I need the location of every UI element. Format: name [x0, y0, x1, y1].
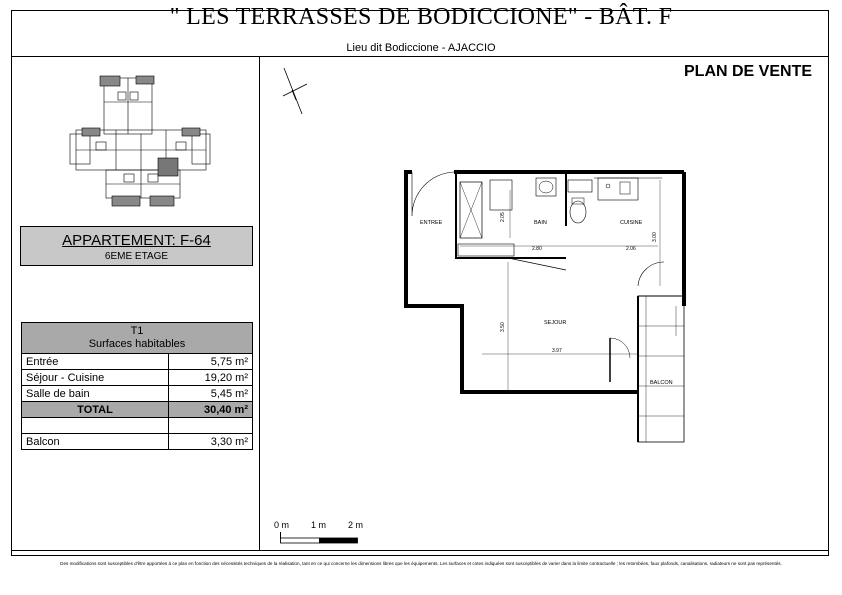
- apartment-box: APPARTEMENT: F-64 6EME ETAGE: [20, 226, 253, 266]
- scale-label-0: 0 m: [274, 520, 290, 530]
- row-value: 5,45 m²: [168, 385, 253, 402]
- room-label-entree: ENTREE: [420, 220, 443, 226]
- dimension-label: 3.97: [552, 348, 562, 354]
- scale-label-1: 1 m: [311, 520, 327, 530]
- room-label-cuisine: CUISINE: [620, 220, 643, 226]
- balcony-value: 3,30 m²: [168, 433, 253, 450]
- table-row: Séjour - Cuisine 19,20 m²: [21, 369, 253, 386]
- table-row: Salle de bain 5,45 m²: [21, 385, 253, 402]
- scale-label-2: 2 m: [348, 520, 364, 530]
- surfaces-table: T1 Surfaces habitables Entrée 5,75 m² Sé…: [21, 322, 253, 450]
- scale-bar: [280, 532, 358, 544]
- drawing-frame: [11, 10, 829, 556]
- table-header-row: T1 Surfaces habitables: [21, 322, 253, 354]
- plan-title: PLAN DE VENTE: [684, 63, 813, 80]
- row-label: Salle de bain: [21, 385, 169, 402]
- legal-disclaimer: Des modifications sont susceptibles d'êt…: [60, 561, 782, 566]
- spacer-row: [21, 417, 253, 434]
- room-label-balcon: BALCON: [650, 380, 673, 386]
- project-title: " LES TERRASSES DE BODICCIONE" - BÂT. F: [169, 4, 673, 30]
- highlighted-unit: [157, 157, 179, 177]
- dimension-label: 2.06: [626, 246, 636, 252]
- unit-type: T1: [130, 325, 144, 337]
- total-label: TOTAL: [21, 401, 169, 418]
- balcony-label: Balcon: [21, 433, 169, 450]
- project-location: Lieu dit Bodiccione - AJACCIO: [346, 42, 496, 54]
- row-value: 5,75 m²: [168, 353, 253, 370]
- key-plan-thumbnail: [69, 75, 211, 207]
- table-row: Entrée 5,75 m²: [21, 353, 253, 370]
- balcony-row: Balcon 3,30 m²: [21, 433, 253, 450]
- row-label: Entrée: [21, 353, 169, 370]
- room-label-bain: BAIN: [534, 220, 547, 226]
- total-value: 30,40 m²: [168, 401, 253, 418]
- title-box: [11, 10, 829, 57]
- panel-divider: [259, 56, 260, 550]
- floor-plan: ENTREE BAIN CUISINE SEJOUR BALCON 2.05 2…: [404, 170, 686, 443]
- row-value: 19,20 m²: [168, 369, 253, 386]
- dimension-label: 2.80: [532, 246, 542, 252]
- table-header: T1 Surfaces habitables: [21, 322, 253, 354]
- dimension-label: 3.50: [500, 322, 506, 332]
- row-label: Séjour - Cuisine: [21, 369, 169, 386]
- apartment-floor: 6EME ETAGE: [104, 251, 169, 262]
- footer-divider: [11, 550, 829, 551]
- room-label-sejour: SEJOUR: [544, 320, 566, 326]
- apartment-name: APPARTEMENT: F-64: [62, 232, 211, 249]
- north-arrow-icon: [282, 67, 308, 115]
- dimension-label: 2.05: [500, 212, 506, 222]
- surfaces-heading: Surfaces habitables: [88, 338, 186, 350]
- total-row: TOTAL 30,40 m²: [21, 401, 253, 418]
- dimension-label: 3.00: [652, 232, 658, 242]
